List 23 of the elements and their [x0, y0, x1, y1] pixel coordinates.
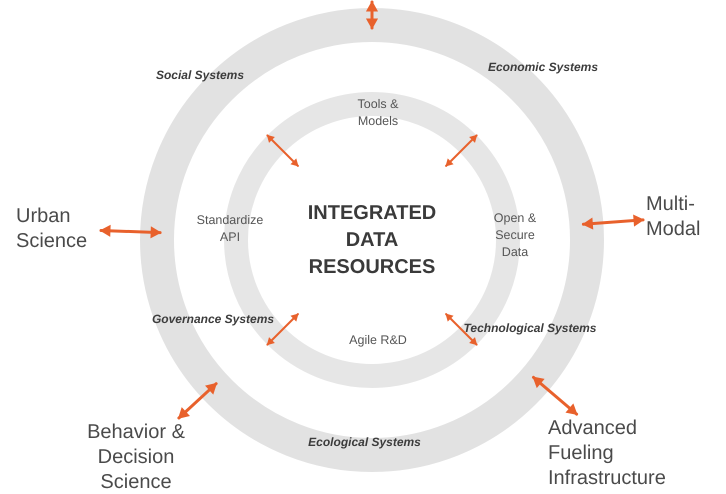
ring-label: Agile R&D — [348, 332, 408, 349]
system-label: Economic Systems — [486, 60, 600, 74]
system-label: Social Systems — [154, 68, 246, 82]
center-title: INTEGRATED DATA RESOURCES — [306, 200, 438, 280]
double-arrow — [582, 214, 644, 230]
system-label: Technological Systems — [462, 321, 598, 335]
domain-label: Multi-Modal — [646, 192, 718, 242]
double-arrow — [445, 313, 478, 346]
domain-label: Urban Science — [16, 204, 98, 254]
double-arrow — [266, 313, 299, 346]
double-arrow — [266, 134, 299, 167]
double-arrow — [100, 224, 162, 238]
ring-label: Tools & Models — [356, 96, 400, 130]
double-arrow — [177, 382, 218, 420]
domain-label: Behavior & Decision Science — [74, 420, 198, 494]
ring-label: Standardize API — [196, 212, 264, 246]
system-label: Governance Systems — [150, 312, 276, 326]
double-arrow — [532, 376, 578, 416]
double-arrow — [445, 134, 478, 167]
ring-label: Open & Secure Data — [492, 210, 538, 261]
domain-label: Advanced Fueling Infrastructure — [548, 416, 698, 491]
system-label: Ecological Systems — [307, 435, 422, 449]
double-arrow — [366, 0, 378, 30]
